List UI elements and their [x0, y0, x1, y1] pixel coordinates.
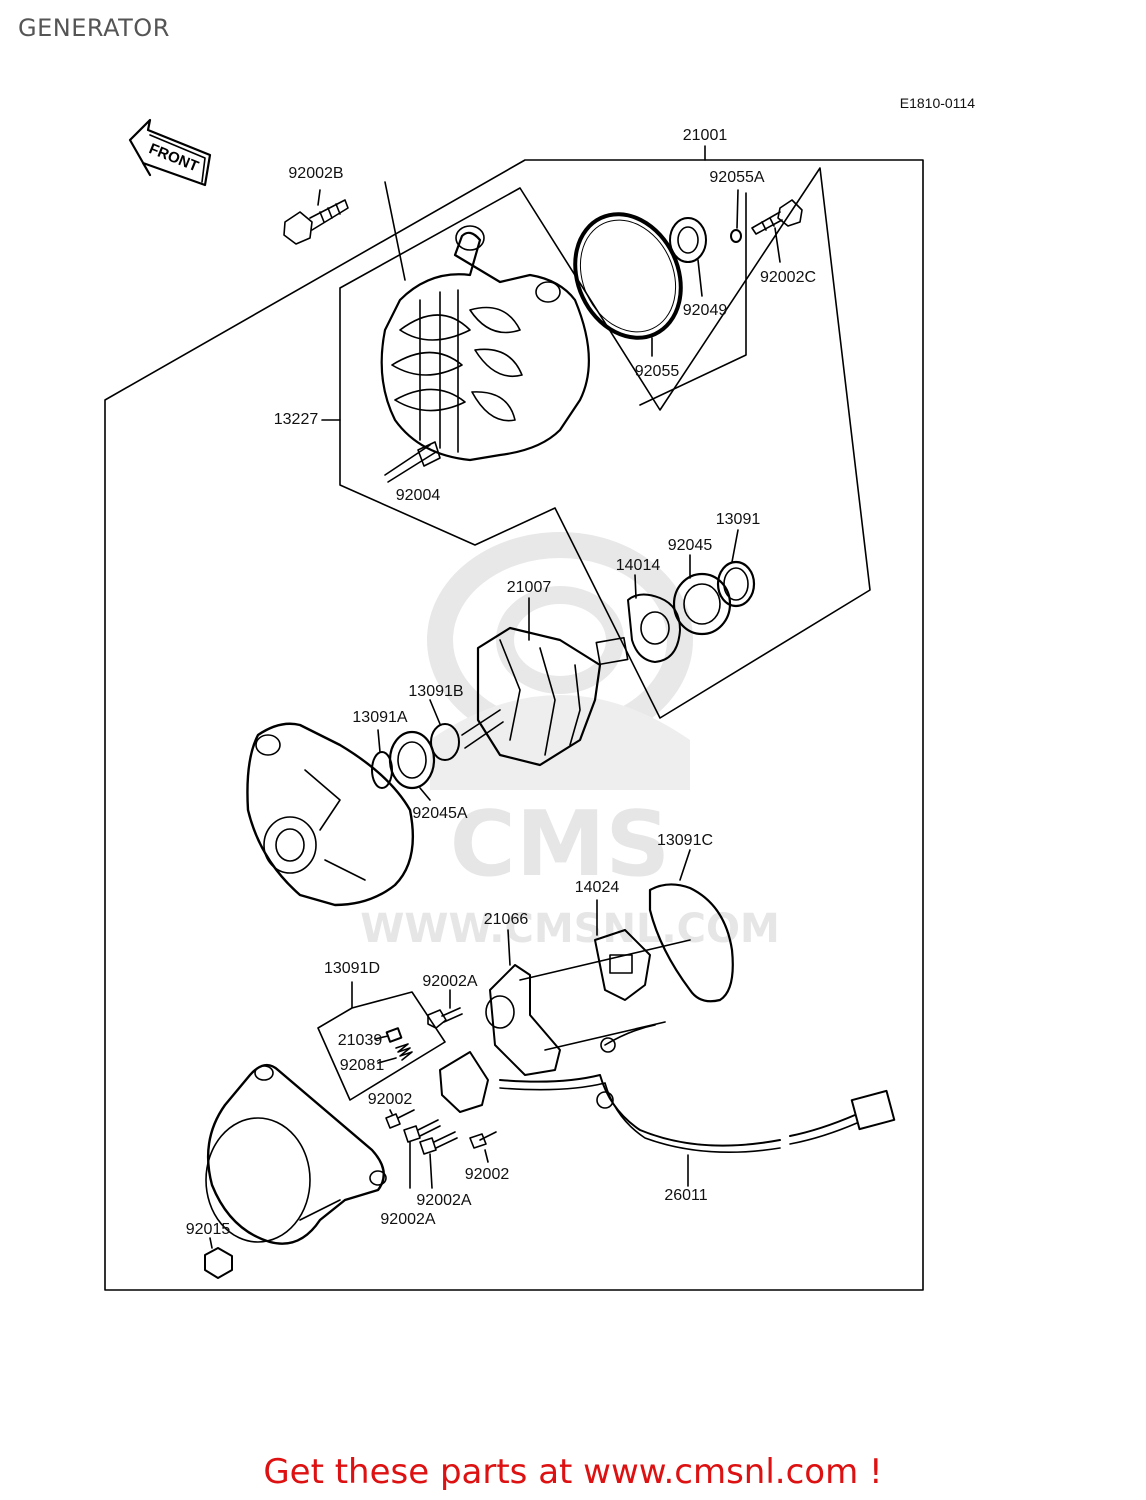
part-label-92002-left: 92002 [368, 1091, 413, 1108]
regulator-14024-icon [594, 899, 651, 1001]
seal-92049-icon [669, 217, 707, 297]
part-label-14014: 14014 [616, 557, 661, 574]
brush-plate-icon [439, 1051, 489, 1113]
screw-92002a-mid-icon [403, 1119, 441, 1189]
watermark-logo-text: CMS [450, 792, 670, 897]
bolt-92002c-icon [751, 199, 803, 235]
part-label-92015: 92015 [186, 1221, 231, 1238]
brush-outline [317, 981, 446, 1101]
part-label-92045: 92045 [668, 537, 713, 554]
plate-14014-icon [627, 574, 681, 663]
footer-link-text[interactable]: Get these parts at www.cmsnl.com ! [263, 1452, 883, 1492]
screw-92002-left-icon [385, 1109, 415, 1129]
brush-21039-icon [385, 1027, 403, 1043]
part-label-92002a-top: 92002A [422, 973, 477, 990]
part-label-13091b: 13091B [408, 683, 463, 700]
part-label-92049: 92049 [683, 302, 728, 319]
o-ring-92055-icon [573, 212, 683, 340]
bearing-92045-icon [672, 554, 732, 636]
part-label-92055: 92055 [635, 363, 680, 380]
part-label-92045a: 92045A [412, 805, 467, 822]
part-label-92002a-mid: 92002A [416, 1192, 471, 1209]
part-label-92002-right: 92002 [465, 1166, 510, 1183]
stator-housing-icon [380, 225, 590, 483]
part-label-21007: 21007 [507, 579, 552, 596]
screw-92002a-top-icon [427, 989, 463, 1029]
page-title: GENERATOR [18, 14, 170, 42]
part-label-92002b: 92002B [288, 165, 343, 182]
part-label-21039: 21039 [338, 1032, 383, 1049]
part-label-21066: 21066 [484, 911, 529, 928]
part-label-92004: 92004 [396, 487, 441, 504]
part-label-13091d: 13091D [324, 960, 380, 977]
rectifier-13091c-icon [648, 849, 734, 1003]
ring-13091a-icon [371, 751, 393, 789]
spring-92081-icon [395, 1043, 413, 1061]
wire-harness-26011-icon [499, 1024, 896, 1187]
part-label-92002c: 92002C [760, 269, 816, 286]
part-label-92081: 92081 [340, 1057, 385, 1074]
ring-13091-icon [716, 529, 756, 608]
assembly-outline-21001 [104, 159, 924, 1291]
rotor-21007-icon [461, 597, 629, 767]
part-label-92002a-bot: 92002A [380, 1211, 435, 1228]
front-housing-icon [246, 722, 415, 907]
diagram-code: E1810-0114 [900, 95, 975, 111]
screw-92002-right-icon [469, 1131, 497, 1163]
part-label-21001: 21001 [683, 127, 728, 144]
stator-outline [339, 167, 871, 719]
cap-nut-92015-icon [204, 1237, 233, 1279]
part-label-92055a: 92055A [709, 169, 764, 186]
front-arrow-icon [128, 118, 212, 187]
watermark-logo: CMS WWW.CMSNL.COM [360, 532, 780, 950]
part-label-26011: 26011 [664, 1187, 707, 1204]
part-label-13091c: 13091C [657, 832, 713, 849]
watermark-url: WWW.CMSNL.COM [360, 906, 780, 950]
brush-holder-21066-icon [485, 929, 691, 1076]
part-label-13227: 13227 [274, 411, 319, 428]
part-label-13091a: 13091A [352, 709, 407, 726]
rear-cover-icon [205, 1063, 387, 1245]
ring-92055a-icon [730, 229, 742, 243]
screw-92002a-bot-icon [419, 1131, 458, 1189]
bolt-92002b-icon [283, 199, 349, 245]
ring-13091b-icon [430, 723, 460, 761]
part-label-13091: 13091 [716, 511, 761, 528]
part-label-14024: 14024 [575, 879, 620, 896]
